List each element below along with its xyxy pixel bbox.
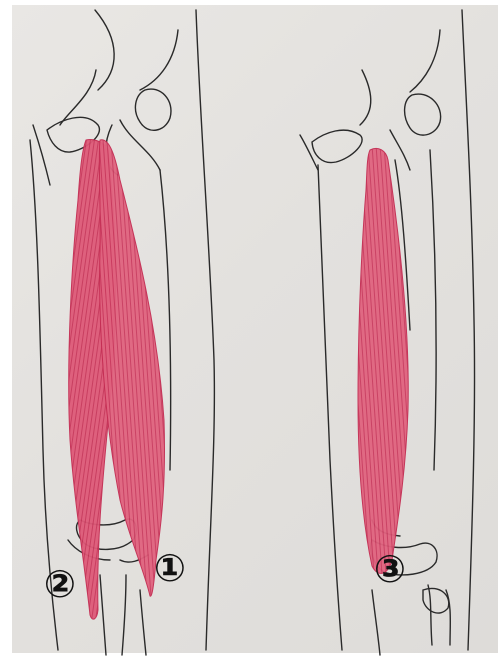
label-two: ②	[40, 564, 80, 604]
label-three: ③	[370, 549, 410, 589]
muscle-1	[99, 140, 164, 596]
muscle-3	[358, 148, 408, 573]
label-one: ①	[150, 548, 190, 588]
